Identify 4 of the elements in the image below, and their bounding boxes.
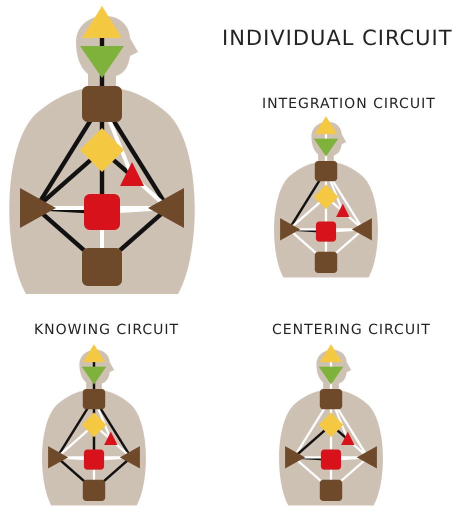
circuit-heading: INTEGRATION CIRCUIT bbox=[262, 96, 436, 112]
circuit-heading: KNOWING CIRCUIT bbox=[34, 322, 180, 338]
circuit-heading: CENTERING CIRCUIT bbox=[272, 322, 431, 338]
title: INDIVIDUAL CIRCUIT bbox=[222, 26, 453, 50]
